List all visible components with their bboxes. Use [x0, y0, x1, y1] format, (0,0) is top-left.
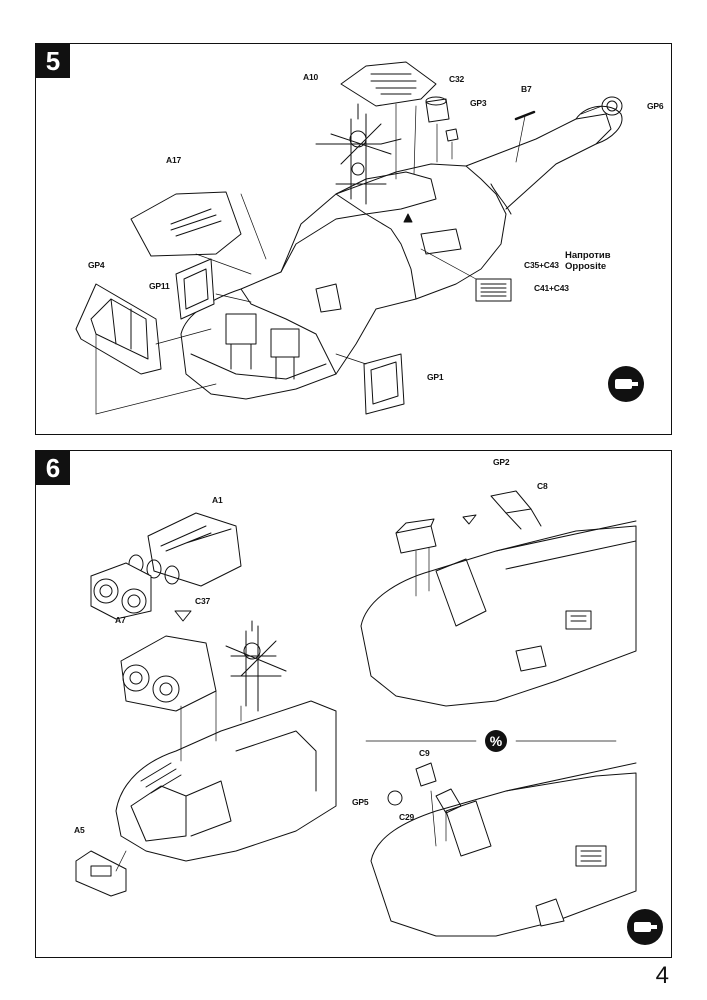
part-a7 — [90, 562, 152, 620]
part-a10 — [340, 61, 437, 107]
note-opposite-ru: Напротив — [565, 250, 611, 261]
label-a7: A7 — [115, 615, 126, 625]
label-c35-c43: C35+C43 — [524, 260, 559, 270]
part-gp1 — [363, 353, 405, 415]
label-gp3: GP3 — [470, 98, 487, 108]
label-c9: C9 — [419, 748, 430, 758]
fuselage-nose-right-bottom — [370, 772, 637, 937]
part-c29 — [435, 788, 462, 814]
percent-option-icon: % — [485, 730, 507, 752]
part-gp2-c8 — [490, 490, 532, 514]
label-c37: C37 — [195, 596, 210, 606]
label-gp5: GP5 — [352, 797, 369, 807]
label-gp4: GP4 — [88, 260, 105, 270]
label-c29: C29 — [399, 812, 414, 822]
part-a17 — [130, 191, 242, 257]
label-a1: A1 — [212, 495, 223, 505]
label-a17: A17 — [166, 155, 181, 165]
rotor-head — [330, 113, 392, 205]
part-gp3 — [445, 128, 459, 142]
step-number: 6 — [36, 451, 70, 485]
glue-tube-icon — [608, 366, 644, 402]
part-a5 — [75, 850, 127, 897]
part-c41-c43 — [475, 278, 512, 302]
part-c32 — [425, 98, 450, 123]
step-number: 5 — [36, 44, 70, 78]
note-opposite-en: Opposite — [565, 261, 607, 272]
label-a10: A10 — [303, 72, 318, 82]
part-gp5 — [387, 790, 403, 806]
label-c32: C32 — [449, 74, 464, 84]
part-gp4 — [75, 283, 162, 375]
part-a1 — [147, 512, 242, 587]
label-c41-c43: C41+C43 — [534, 283, 569, 293]
step-6-panel: 6 — [35, 450, 672, 958]
label-gp11: GP11 — [149, 281, 170, 291]
fuselage-nose-right-top — [360, 525, 637, 707]
glue-tube-icon — [627, 909, 663, 945]
page-number: 4 — [655, 962, 669, 989]
step-6-illustration — [75, 490, 637, 937]
part-c9 — [415, 762, 437, 787]
step-5-illustration — [75, 61, 623, 415]
part-b7 — [514, 110, 536, 121]
fuselage-nose-left — [115, 700, 337, 862]
label-b7: B7 — [521, 84, 532, 94]
label-c8: C8 — [537, 481, 548, 491]
tail-boom — [465, 113, 612, 210]
label-gp2: GP2 — [493, 457, 510, 467]
step-5-panel: 5 — [35, 43, 672, 435]
label-gp6: GP6 — [647, 101, 664, 111]
label-a5: A5 — [74, 825, 85, 835]
label-gp1: GP1 — [427, 372, 444, 382]
